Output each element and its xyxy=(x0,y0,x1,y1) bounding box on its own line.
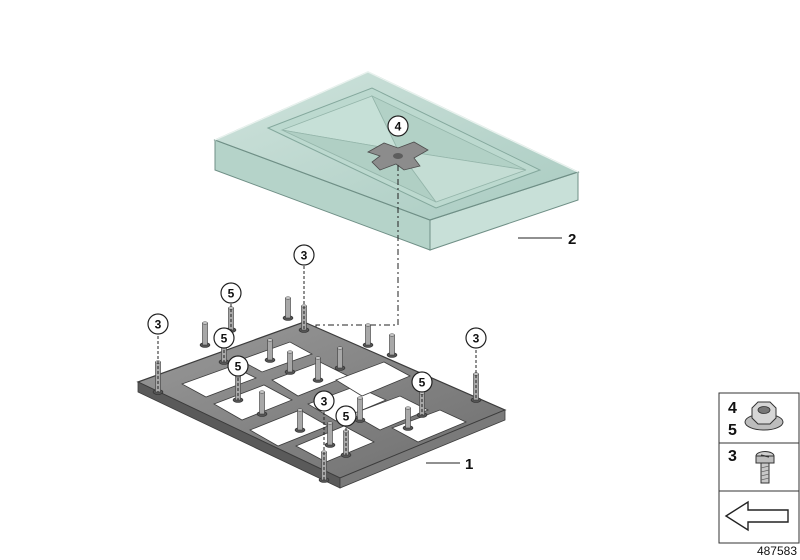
stud xyxy=(402,406,414,431)
callout-bubble: 5 xyxy=(220,282,242,304)
callout-bubble: 5 xyxy=(335,405,357,427)
svg-text:4: 4 xyxy=(395,120,402,134)
stud xyxy=(354,396,366,423)
battery-tray xyxy=(213,71,580,251)
stud xyxy=(294,408,306,433)
part-label: 2 xyxy=(568,231,576,248)
part-label: 1 xyxy=(465,456,473,473)
stud xyxy=(312,356,324,383)
direction-arrow-icon xyxy=(724,500,789,532)
leader-lines xyxy=(157,266,477,480)
svg-text:3: 3 xyxy=(301,249,308,263)
legend-label: 3 xyxy=(728,448,737,465)
reference-number: 487583 xyxy=(757,544,797,558)
legend-label: 5 xyxy=(728,422,737,439)
callout-bubble: 3 xyxy=(465,327,487,349)
callout-bubble: 5 xyxy=(213,327,235,349)
stud xyxy=(282,296,294,321)
flange-nut-icon xyxy=(744,401,784,431)
callout-bubble: 5 xyxy=(227,355,249,377)
svg-text:5: 5 xyxy=(343,410,350,424)
callout-bubble: 3 xyxy=(147,313,169,335)
stud xyxy=(334,346,346,371)
legend-label: 4 xyxy=(728,400,737,417)
svg-text:5: 5 xyxy=(235,360,242,374)
callout-bubble: 4 xyxy=(387,115,409,137)
stud xyxy=(264,338,276,363)
stud xyxy=(386,333,398,358)
svg-text:5: 5 xyxy=(228,287,235,301)
bolt-icon xyxy=(755,451,775,484)
svg-text:3: 3 xyxy=(473,332,480,346)
legend-panel: 4 5 3 xyxy=(718,392,800,544)
svg-text:5: 5 xyxy=(221,332,228,346)
stud xyxy=(284,350,296,375)
stud xyxy=(199,321,211,348)
svg-text:3: 3 xyxy=(155,318,162,332)
svg-text:5: 5 xyxy=(419,376,426,390)
callout-bubble: 3 xyxy=(293,244,315,266)
stud xyxy=(256,390,268,417)
callout-bubble: 3 xyxy=(313,390,335,412)
assembly-line xyxy=(315,165,399,390)
stud xyxy=(324,421,336,448)
stud xyxy=(362,323,374,348)
callout-bubble: 5 xyxy=(411,371,433,393)
svg-text:3: 3 xyxy=(321,395,328,409)
